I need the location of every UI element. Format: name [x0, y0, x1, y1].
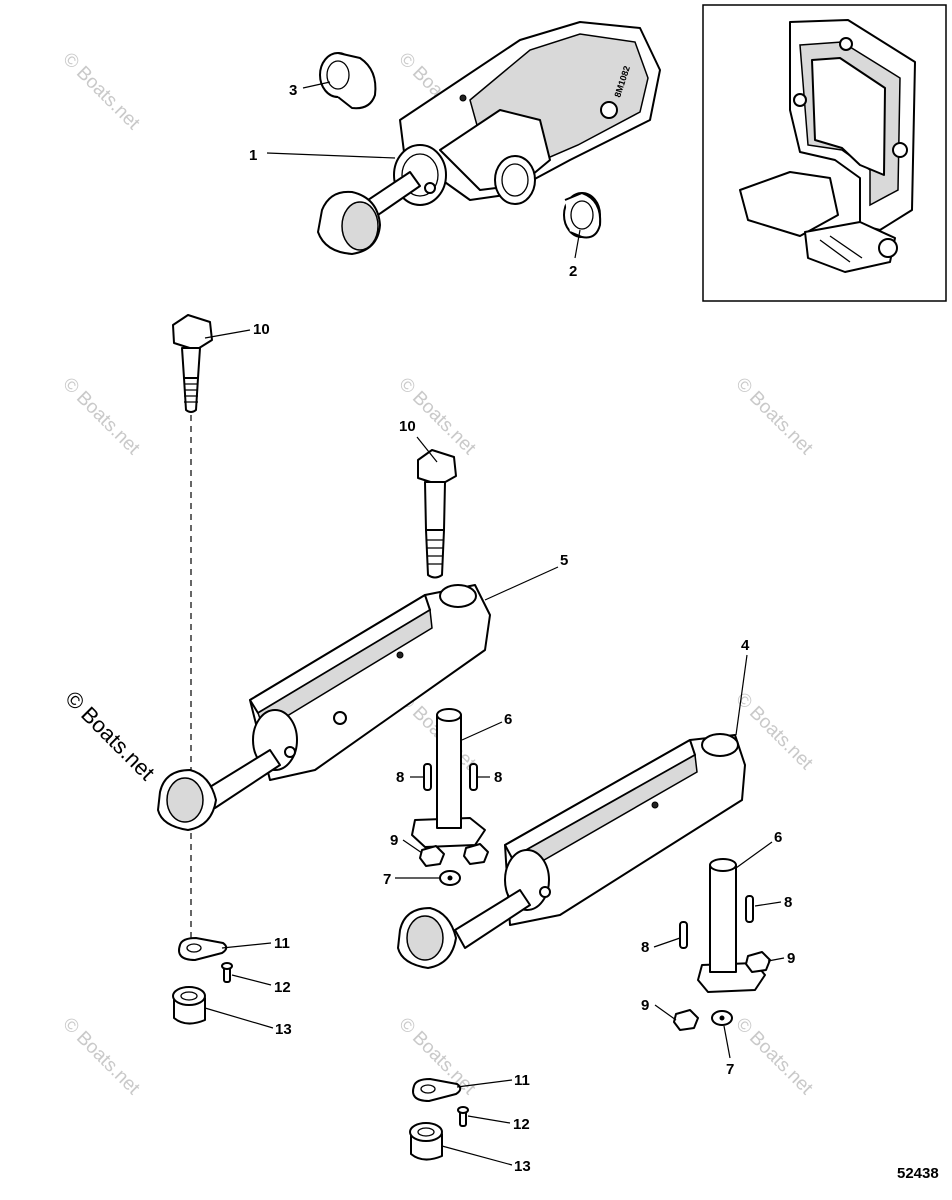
tab-washer	[412, 1078, 462, 1102]
actuator-rod	[317, 171, 436, 255]
callout-9-right-lower: 9	[641, 997, 649, 1014]
callout-10-left: 10	[253, 321, 270, 338]
callout-11-bottom: 11	[514, 1072, 530, 1089]
callout-4: 4	[741, 637, 750, 654]
steering-cylinder-lower	[397, 733, 746, 969]
bolt-left	[172, 314, 213, 413]
lock-nut	[172, 986, 206, 1025]
callout-12-bottom: 12	[513, 1116, 530, 1133]
lock-nut	[409, 1122, 443, 1161]
callout-8-center-right: 8	[494, 769, 502, 786]
leader-lines	[204, 81, 785, 1166]
inset-view	[702, 4, 947, 302]
tab-washer	[178, 937, 228, 961]
callout-8-right-lower: 8	[641, 939, 649, 956]
nut-small	[419, 845, 445, 867]
bushing-upper	[319, 52, 377, 110]
callout-11-left: 11	[274, 935, 290, 952]
callout-8-center-left: 8	[396, 769, 404, 786]
dowel-pin	[679, 921, 688, 949]
nut-small	[745, 951, 771, 973]
dowel-pin	[423, 763, 432, 791]
callout-6-right: 6	[774, 829, 782, 846]
callout-2: 2	[569, 263, 577, 280]
steering-cylinder-upper	[157, 584, 491, 831]
watermark: © Boats.net	[58, 374, 144, 460]
callout-6-center: 6	[504, 711, 512, 728]
callout-3: 3	[289, 82, 297, 99]
dowel-pin	[469, 763, 478, 791]
callout-5: 5	[560, 552, 568, 569]
screw	[221, 962, 233, 983]
screw	[457, 1106, 469, 1127]
callout-13-bottom: 13	[514, 1158, 531, 1175]
callout-7-right: 7	[726, 1061, 734, 1078]
callout-labels: 1 2 3 10 10 5 4 6 6 8 8 8 8 9 9 9 7 7 11…	[249, 82, 795, 1175]
nut-small	[463, 843, 489, 865]
callout-7-center: 7	[383, 871, 391, 888]
watermark: © Boats.net	[394, 374, 480, 460]
callout-9-right-upper: 9	[787, 950, 795, 967]
nut-small	[673, 1009, 699, 1031]
callout-13-left: 13	[275, 1021, 292, 1038]
callout-10-center: 10	[399, 418, 416, 435]
bolt-center	[417, 449, 457, 579]
watermark: © Boats.net	[731, 1014, 817, 1100]
callout-1: 1	[249, 147, 257, 164]
bushing-lower	[563, 192, 602, 239]
watermark: © Boats.net	[58, 1014, 144, 1100]
dowel-pin	[745, 895, 754, 923]
watermark: © Boats.net	[731, 374, 817, 460]
callout-12-left: 12	[274, 979, 291, 996]
watermark-prominent: © Boats.net	[60, 686, 159, 785]
callout-9-center: 9	[390, 832, 398, 849]
mounting-pin-center	[411, 708, 486, 848]
callout-8-right-upper: 8	[784, 894, 792, 911]
watermark: © Boats.net	[58, 49, 144, 135]
swivel-bracket-illustration	[739, 19, 916, 273]
washer	[711, 1010, 733, 1026]
steering-actuator-housing: 8M1082	[393, 21, 661, 206]
washer	[439, 870, 461, 886]
diagram-number: 52438	[897, 1165, 939, 1182]
